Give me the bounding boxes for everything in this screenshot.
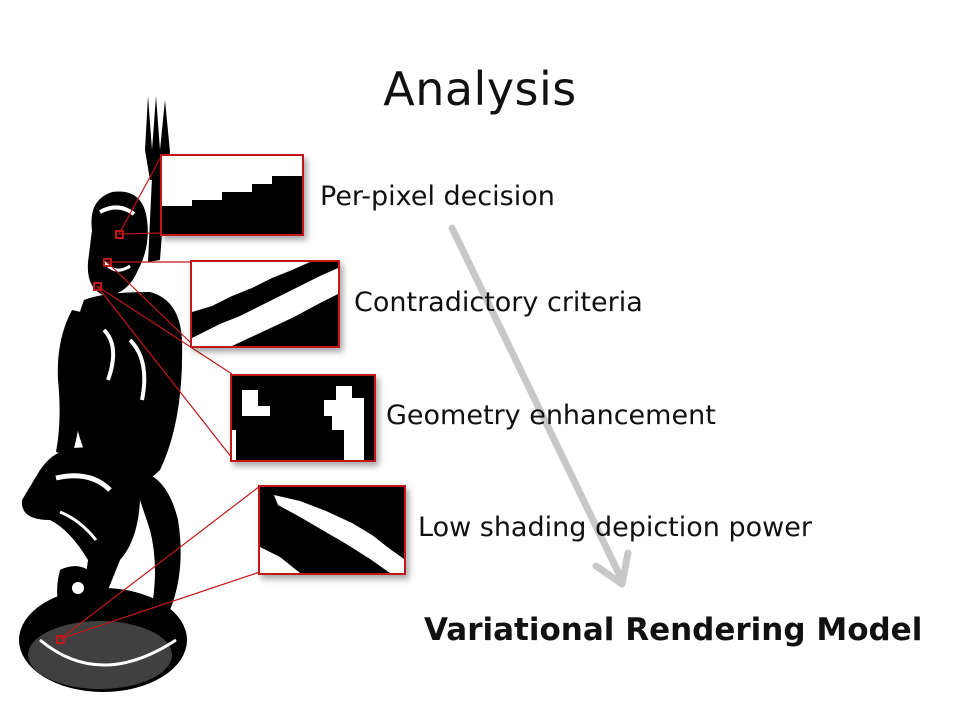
zoom-inset-4 — [258, 485, 406, 575]
label-per-pixel-decision: Per-pixel decision — [320, 181, 555, 212]
statue-image — [19, 96, 187, 692]
callout-lines — [59, 154, 261, 640]
label-low-shading-depiction: Low shading depiction power — [418, 512, 812, 543]
down-arrow-icon — [448, 224, 632, 588]
label-geometry-enhancement: Geometry enhancement — [386, 400, 716, 431]
label-contradictory-criteria: Contradictory criteria — [354, 287, 643, 318]
zoom-inset-3 — [230, 374, 376, 462]
conclusion-text: Variational Rendering Model — [424, 612, 923, 648]
zoom-inset-1 — [160, 154, 304, 236]
slide-title: Analysis — [383, 62, 577, 116]
marker-3 — [93, 282, 102, 291]
marker-4 — [56, 635, 65, 644]
zoom-inset-2 — [190, 260, 340, 348]
